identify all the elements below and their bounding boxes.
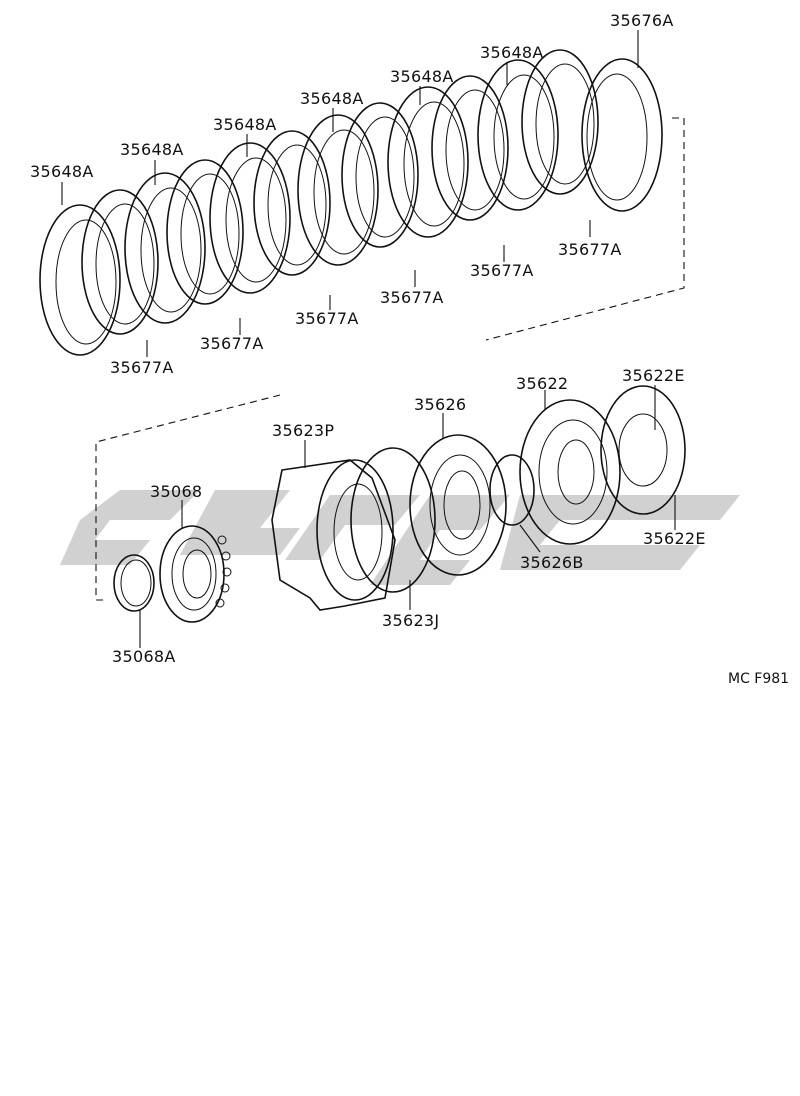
disc-8: [341, 102, 419, 248]
label-35677A: 35677A: [110, 358, 174, 377]
clutch-plate-stack: [39, 49, 663, 356]
label-35648A: 35648A: [480, 43, 544, 62]
label-35068A: 35068A: [112, 647, 176, 666]
label-35677A: 35677A: [200, 334, 264, 353]
disc-13: [581, 58, 663, 212]
label-35676A: 35676A: [610, 11, 674, 30]
disc-2: [81, 189, 159, 335]
diagram-code: MC F981: [728, 671, 789, 687]
drum-housing: [271, 459, 396, 611]
o-ring-35626B: [489, 454, 535, 526]
watermark-logo: [60, 490, 740, 585]
snap-ring: [113, 554, 155, 612]
disc-1: [39, 204, 121, 356]
label-35623P: 35623P: [272, 421, 334, 440]
label-35648A: 35648A: [30, 162, 94, 181]
label-35622: 35622: [516, 374, 568, 393]
disc-3: [124, 172, 206, 324]
disc-7: [297, 114, 379, 266]
label-35648A: 35648A: [120, 140, 184, 159]
label-35648A: 35648A: [300, 89, 364, 108]
piston-35622: [519, 399, 621, 545]
bearing-assembly: [159, 525, 232, 623]
label-35622E: 35622E: [643, 529, 706, 548]
disc-11: [477, 59, 559, 211]
disc-5: [209, 142, 291, 294]
thrust-washer-35623J: [350, 447, 436, 593]
disc-12: [521, 49, 599, 195]
label-35068: 35068: [150, 482, 202, 501]
label-35626: 35626: [414, 395, 466, 414]
label-35623J: 35623J: [382, 611, 439, 630]
disc-4: [166, 159, 244, 305]
disc-6: [253, 130, 331, 276]
label-35677A: 35677A: [295, 309, 359, 328]
piston-35626: [409, 434, 507, 576]
label-35622E: 35622E: [622, 366, 685, 385]
label-35626B: 35626B: [520, 553, 584, 572]
disc-10: [431, 75, 509, 221]
label-35648A: 35648A: [390, 67, 454, 86]
label-35677A: 35677A: [380, 288, 444, 307]
disc-9: [387, 86, 469, 238]
label-35677A: 35677A: [470, 261, 534, 280]
part-labels: 35676A 35648A 35648A 35648A 35648A 35648…: [30, 11, 789, 687]
washer-35622E: [600, 385, 686, 515]
assembly-boundary: [95, 117, 685, 601]
label-35648A: 35648A: [213, 115, 277, 134]
label-35677A: 35677A: [558, 240, 622, 259]
leader-lines: [61, 30, 676, 648]
